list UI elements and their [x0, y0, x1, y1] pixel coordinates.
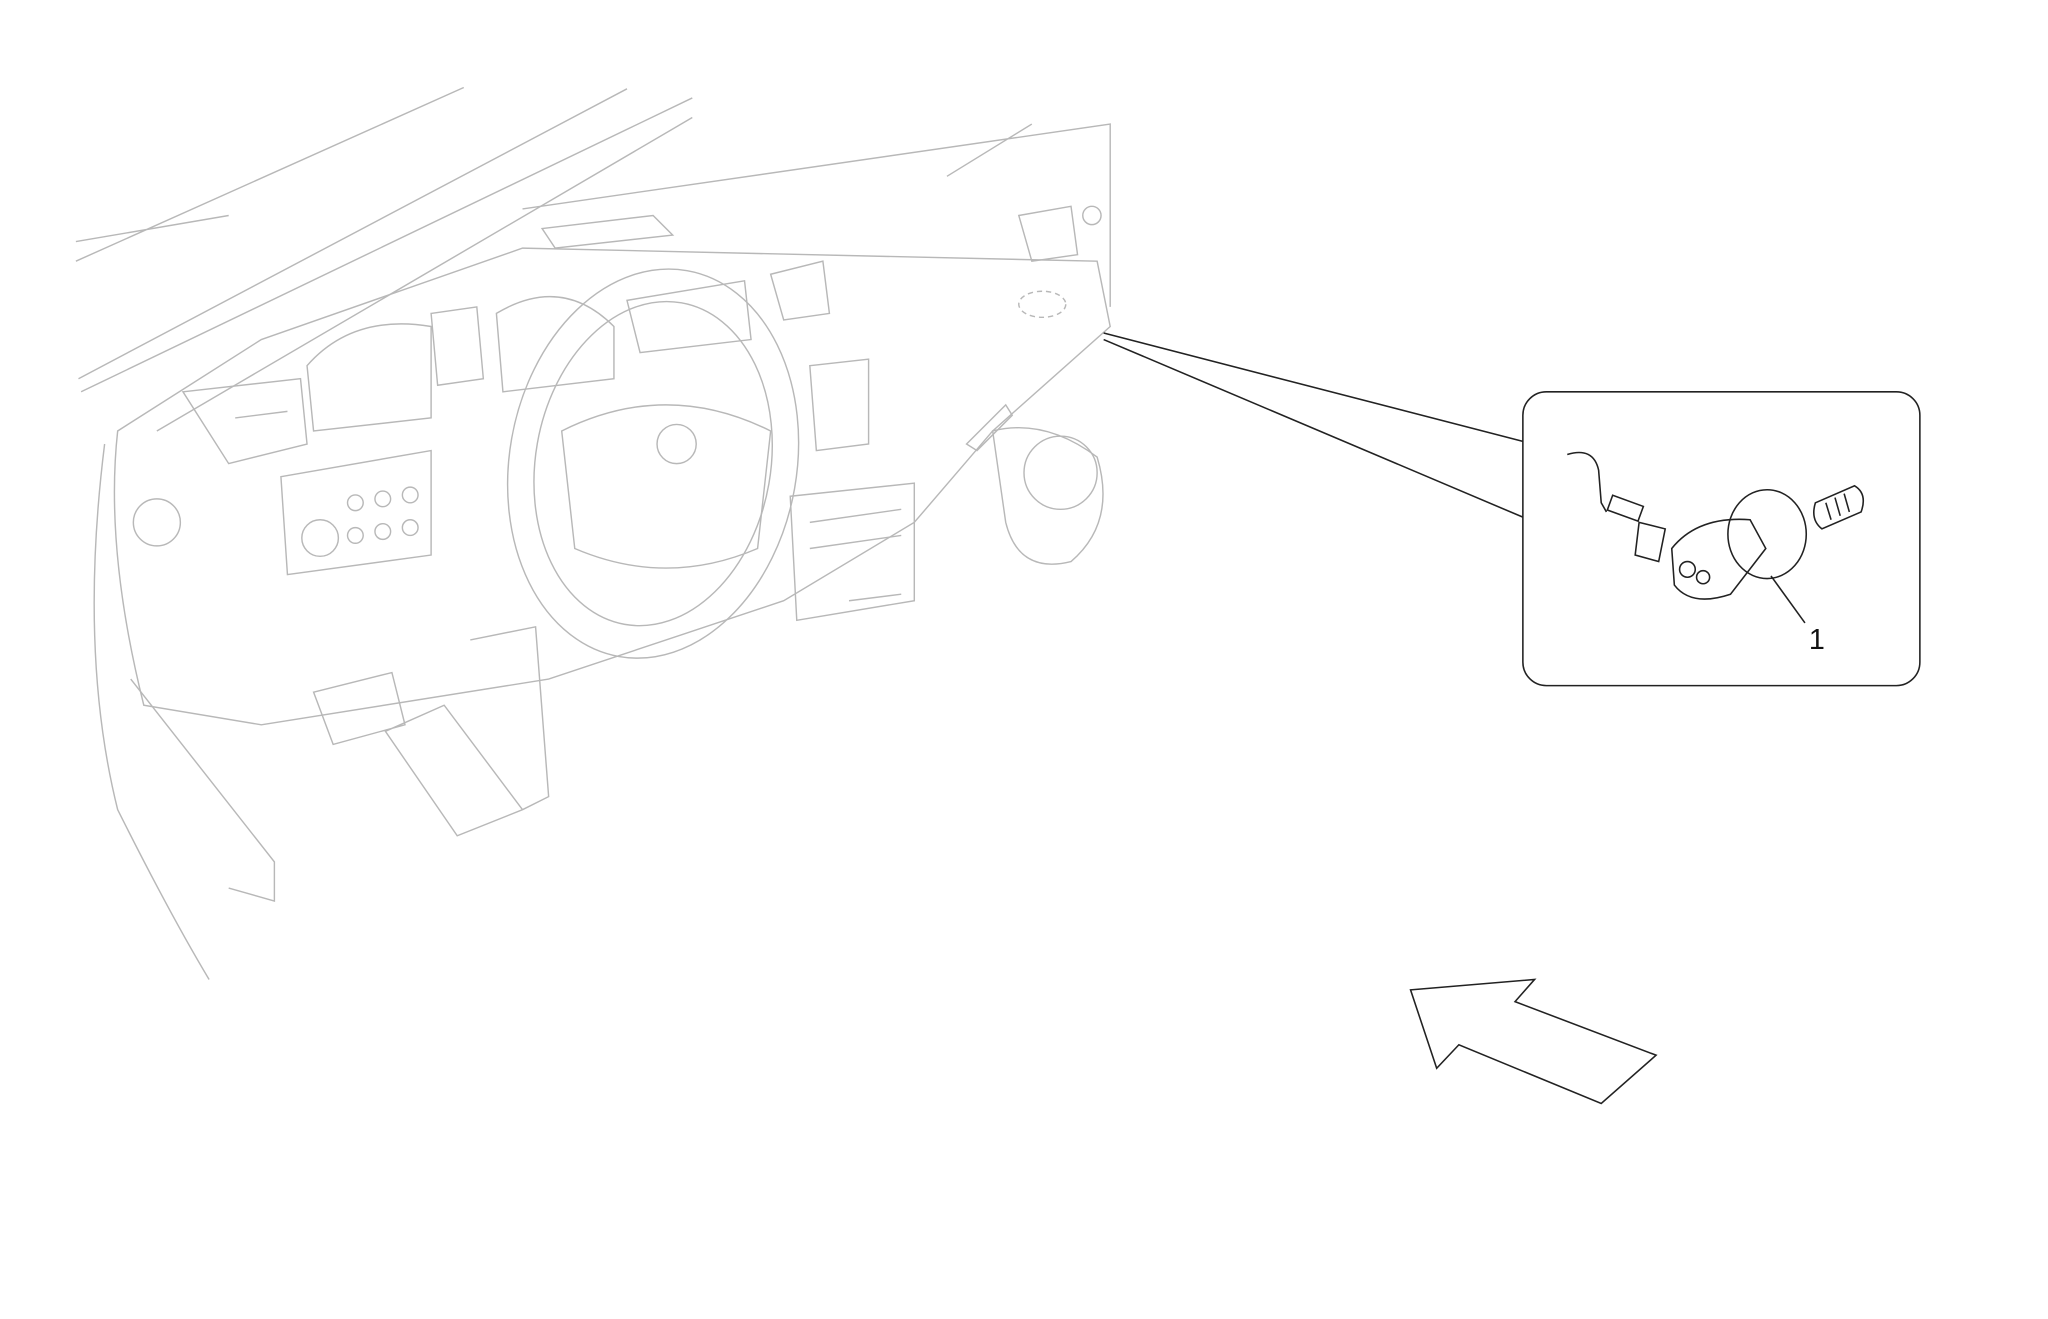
- direction-arrow: [1409, 978, 1658, 1105]
- callout-label-1: 1: [1809, 624, 1825, 656]
- glovebox-lock-assembly: [1567, 451, 1865, 624]
- dashboard-drawing: [75, 86, 1111, 980]
- detail-callout-box: 1: [1522, 390, 1921, 687]
- leader-lines: [1103, 332, 1524, 518]
